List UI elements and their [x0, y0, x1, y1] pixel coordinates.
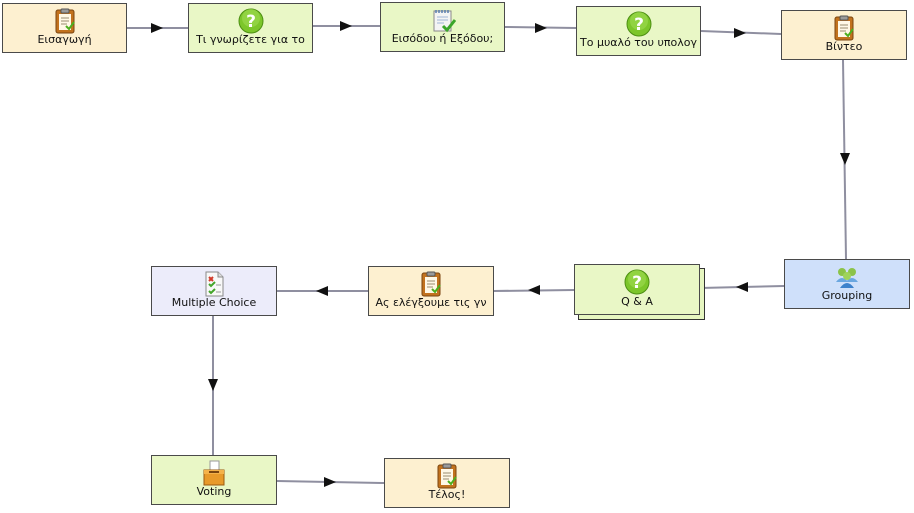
clipboard-icon	[434, 463, 460, 489]
node-label: Τι γνωρίζετε για το	[196, 33, 305, 46]
arrow-head-icon	[208, 379, 218, 391]
svg-text:?: ?	[634, 15, 644, 35]
arrow-head-icon	[324, 477, 336, 487]
node-label: Εισόδου ή Εξόδου;	[391, 32, 494, 45]
node-label: Εισαγωγή	[37, 33, 92, 46]
ballot-box-icon	[201, 460, 227, 486]
arrow-head-icon	[528, 285, 540, 295]
arrow-head-icon	[840, 153, 850, 165]
activity-node-the-end[interactable]: Τέλος!	[384, 458, 510, 508]
question-icon: ?	[238, 8, 264, 34]
activity-node-computer-mind[interactable]: ? Το μυαλό του υπολογ	[576, 6, 701, 56]
svg-text:?: ?	[246, 12, 256, 32]
node-label: Q & A	[621, 295, 653, 308]
activity-node-what-do-you-know[interactable]: ? Τι γνωρίζετε για το	[188, 3, 313, 53]
arrow-head-icon	[535, 23, 547, 33]
activity-node-video[interactable]: Βίντεο	[781, 10, 907, 60]
clipboard-icon	[52, 8, 78, 34]
activity-node-lets-check[interactable]: Ας ελέγξουμε τις γν	[368, 266, 494, 316]
node-label: Τέλος!	[428, 488, 466, 501]
clipboard-icon	[418, 271, 444, 297]
node-label: Ας ελέγξουμε τις γν	[375, 296, 487, 309]
people-group-icon	[834, 264, 860, 290]
node-label: Multiple Choice	[171, 296, 257, 309]
activity-node-voting[interactable]: Voting	[151, 455, 277, 505]
arrow-head-icon	[736, 282, 748, 292]
activity-node-grouping[interactable]: Grouping	[784, 259, 910, 309]
notepad-check-icon	[430, 7, 456, 33]
node-label: Grouping	[821, 289, 873, 302]
activity-node-q-and-a[interactable]: ? Q & A	[574, 264, 700, 315]
svg-text:?: ?	[632, 273, 642, 293]
activity-node-multiple-choice[interactable]: Multiple Choice	[151, 266, 277, 316]
node-label: Το μυαλό του υπολογ	[580, 36, 697, 49]
activity-node-introduction[interactable]: Εισαγωγή	[2, 3, 127, 53]
arrow-head-icon	[151, 23, 163, 33]
checklist-doc-icon	[201, 271, 227, 297]
arrow-head-icon	[316, 286, 328, 296]
node-label: Voting	[196, 485, 232, 498]
question-icon: ?	[626, 11, 652, 37]
arrow-head-icon	[340, 21, 352, 31]
arrow-head-icon	[734, 28, 746, 38]
question-icon: ?	[624, 269, 650, 295]
node-label: Βίντεο	[825, 40, 863, 53]
activity-node-input-or-output[interactable]: Εισόδου ή Εξόδου;	[380, 2, 505, 52]
clipboard-icon	[831, 15, 857, 41]
